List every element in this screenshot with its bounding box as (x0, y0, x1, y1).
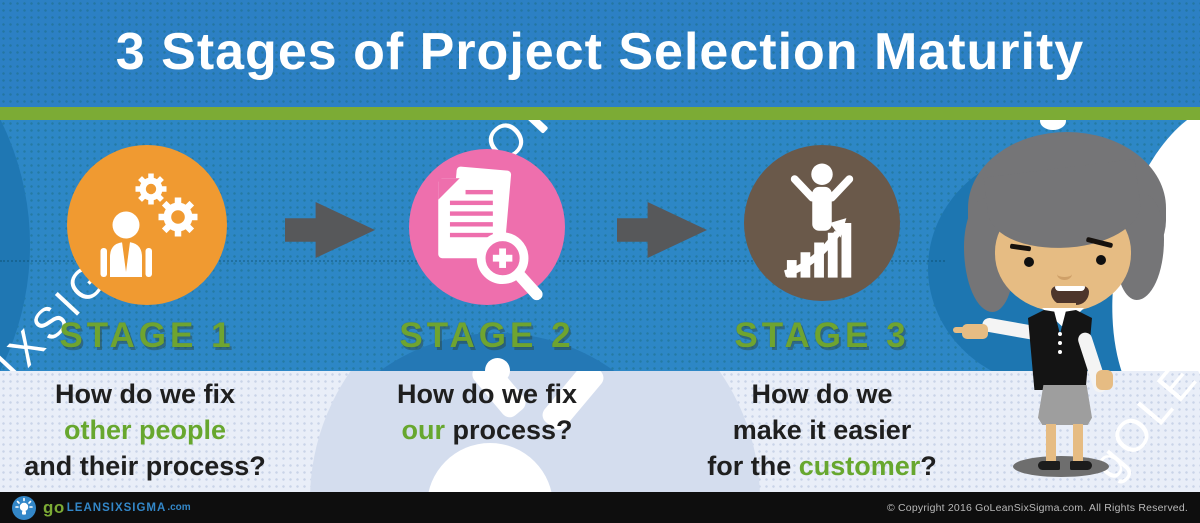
eye-right (1096, 255, 1106, 265)
copyright-text: © Copyright 2016 GoLeanSixSigma.com. All… (886, 501, 1188, 514)
hand-right (1096, 370, 1113, 390)
logo-text-go: go (43, 497, 65, 517)
hand-pointing (962, 324, 988, 339)
watermark-letter-fragment (519, 120, 549, 134)
leg-right (1073, 424, 1083, 466)
shoe-right (1070, 461, 1092, 470)
stage1-label: STAGE 1 (59, 316, 235, 355)
header-band: 3 Stages of Project Selection Maturity (0, 0, 1200, 107)
vest-button (1058, 341, 1062, 345)
eye-left (1024, 257, 1034, 267)
pointing-finger (953, 327, 967, 333)
leg-left (1046, 424, 1056, 466)
arrow-right-icon (285, 202, 375, 258)
stage1-circle (67, 145, 227, 305)
vest-button (1058, 332, 1062, 336)
vest-button (1058, 350, 1062, 354)
mouth (1051, 286, 1089, 305)
footer-logo: go LEANSIXSIGMA .com (12, 492, 191, 523)
small-bulb-circle (485, 358, 510, 383)
document-magnifier-icon (438, 166, 543, 301)
person-gears-icon (100, 173, 198, 277)
arrow-right-icon (617, 202, 707, 258)
page-title: 3 Stages of Project Selection Maturity (115, 23, 1085, 81)
lightbulb-logo-icon (12, 495, 36, 520)
logo-text-tld: .com (167, 502, 191, 513)
footer-bar: go LEANSIXSIGMA .com © Copyright 2016 Go… (0, 492, 1200, 523)
skirt (1038, 385, 1092, 425)
shoe-left (1038, 461, 1060, 470)
stage2-label: STAGE 2 (399, 316, 575, 355)
stage3-circle (744, 145, 900, 301)
stage3-label: STAGE 3 (734, 316, 910, 355)
floor-shadow (1013, 456, 1109, 477)
stage2-circle (409, 149, 565, 305)
nose (1057, 268, 1072, 280)
green-stripe (0, 107, 1200, 120)
logo-text-main: LEANSIXSIGMA (66, 501, 167, 514)
growth-chart-person-icon (783, 163, 854, 278)
white-dot-shape (1040, 120, 1066, 130)
